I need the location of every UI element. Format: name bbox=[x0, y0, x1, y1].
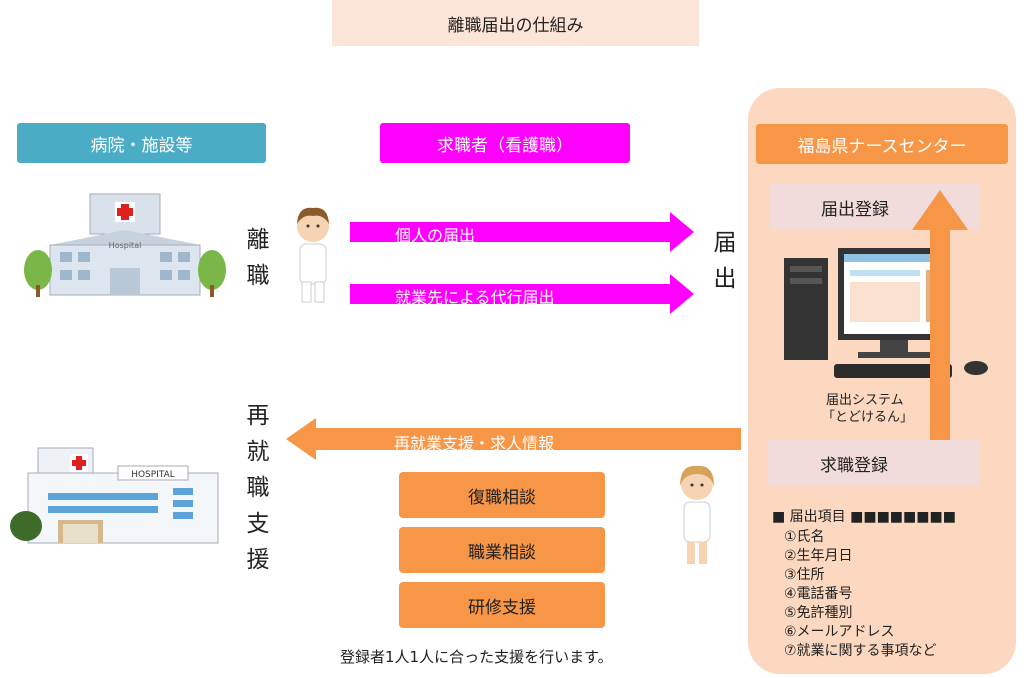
list-item: ②生年月日 bbox=[784, 548, 853, 564]
hospital-sign: Hospital bbox=[109, 241, 142, 250]
female-nurse-icon bbox=[680, 465, 714, 564]
double-vertical-arrow bbox=[912, 190, 968, 480]
hospital-header: 病院・施設等 bbox=[17, 123, 266, 163]
reemploy-support-label: 再就 職支 援 bbox=[246, 403, 270, 573]
notify-label: 届出 bbox=[713, 230, 737, 292]
list-item: ③住所 bbox=[784, 567, 825, 583]
reemploy-support-arrow bbox=[286, 418, 741, 460]
list-item: ⑥メールアドレス bbox=[784, 624, 895, 640]
service-career-consult: 職業相談 bbox=[399, 527, 605, 573]
service-training-support: 研修支援 bbox=[399, 582, 605, 628]
job-registration-box: 求職登録 bbox=[768, 440, 980, 486]
list-item: ④電話番号 bbox=[784, 586, 853, 602]
nurse-center-header: 福島県ナースセンター bbox=[756, 124, 1008, 164]
reemploy-support-arrow-label: 再就業支援・求人情報 bbox=[394, 434, 555, 453]
list-item: ⑤免許種別 bbox=[784, 605, 853, 621]
list-item: ①氏名 bbox=[784, 529, 825, 545]
proxy-notify-label: 就業先による代行届出 bbox=[395, 288, 555, 307]
hospital-building-2-icon: HOSPITAL bbox=[10, 447, 219, 544]
personal-notify-label: 個人の届出 bbox=[395, 226, 476, 245]
personal-notify-arrow bbox=[350, 212, 694, 252]
notification-system-name: 届出システム 「とどけるん」 bbox=[822, 393, 914, 425]
list-item: ⑦就業に関する事項など bbox=[784, 643, 937, 659]
service-reinstatement-consult: 復職相談 bbox=[399, 472, 605, 518]
notification-items-header: ■ 届出項目 ■■■■■■■■ bbox=[772, 509, 956, 525]
notification-items-list: ①氏名 ②生年月日 ③住所 ④電話番号 ⑤免許種別 ⑥メールアドレス ⑦就業に関… bbox=[784, 528, 937, 661]
leave-label: 離職 bbox=[246, 227, 270, 289]
hospital-building-icon: Hospital bbox=[24, 193, 226, 297]
page-title: 離職届出の仕組み bbox=[332, 0, 699, 46]
footer-note: 登録者1人1人に合った支援を行います。 bbox=[340, 648, 613, 666]
seeker-header: 求職者（看護職） bbox=[380, 123, 630, 163]
male-nurse-icon bbox=[297, 207, 329, 303]
hospital2-sign: HOSPITAL bbox=[131, 470, 175, 480]
proxy-notify-arrow bbox=[350, 274, 694, 314]
